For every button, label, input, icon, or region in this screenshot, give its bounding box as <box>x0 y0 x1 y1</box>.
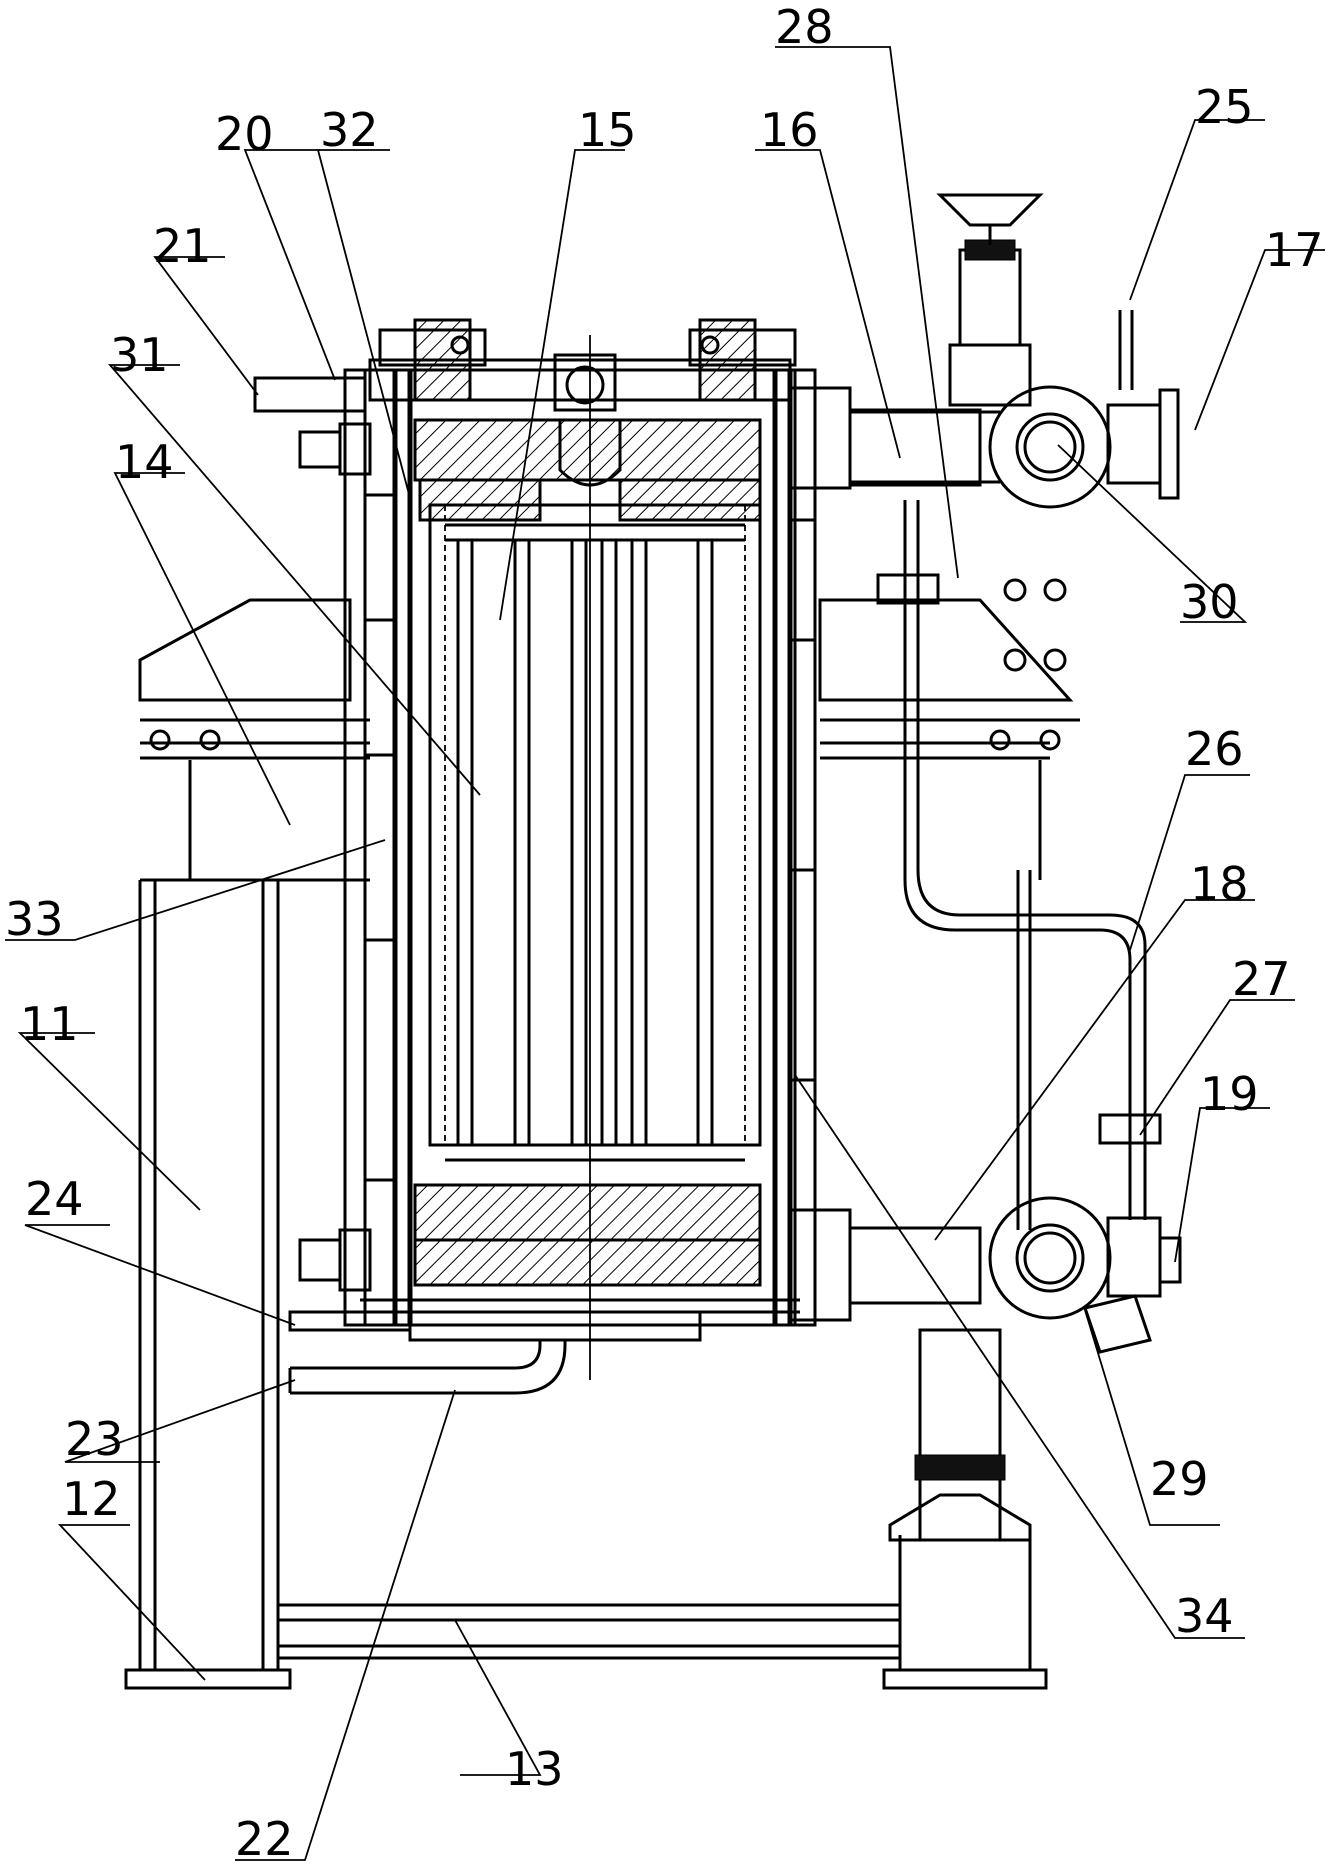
label-22: 22 <box>235 1812 294 1866</box>
right-piping <box>850 195 1180 1540</box>
label-21: 21 <box>153 219 212 273</box>
label-34: 34 <box>1175 1589 1234 1643</box>
label-29: 29 <box>1150 1452 1209 1506</box>
label-27: 27 <box>1232 952 1291 1006</box>
label-28: 28 <box>775 0 834 54</box>
label-19: 19 <box>1200 1067 1259 1121</box>
label-23: 23 <box>65 1412 124 1466</box>
label-32: 32 <box>320 103 379 157</box>
part-labels: 28 32 15 16 20 25 17 21 31 14 30 26 18 3… <box>5 0 1324 1866</box>
leader-lines <box>5 47 1325 1860</box>
label-25: 25 <box>1195 80 1254 134</box>
label-14: 14 <box>115 435 174 489</box>
label-11: 11 <box>20 997 79 1051</box>
label-26: 26 <box>1185 722 1244 776</box>
label-30: 30 <box>1180 575 1239 629</box>
label-16: 16 <box>760 103 819 157</box>
label-20: 20 <box>215 107 274 161</box>
label-17: 17 <box>1265 223 1324 277</box>
label-12: 12 <box>62 1472 121 1526</box>
label-15: 15 <box>578 103 637 157</box>
label-31: 31 <box>110 328 169 382</box>
label-13: 13 <box>505 1742 564 1796</box>
label-18: 18 <box>1190 857 1249 911</box>
label-24: 24 <box>25 1172 84 1226</box>
label-33: 33 <box>5 892 64 946</box>
